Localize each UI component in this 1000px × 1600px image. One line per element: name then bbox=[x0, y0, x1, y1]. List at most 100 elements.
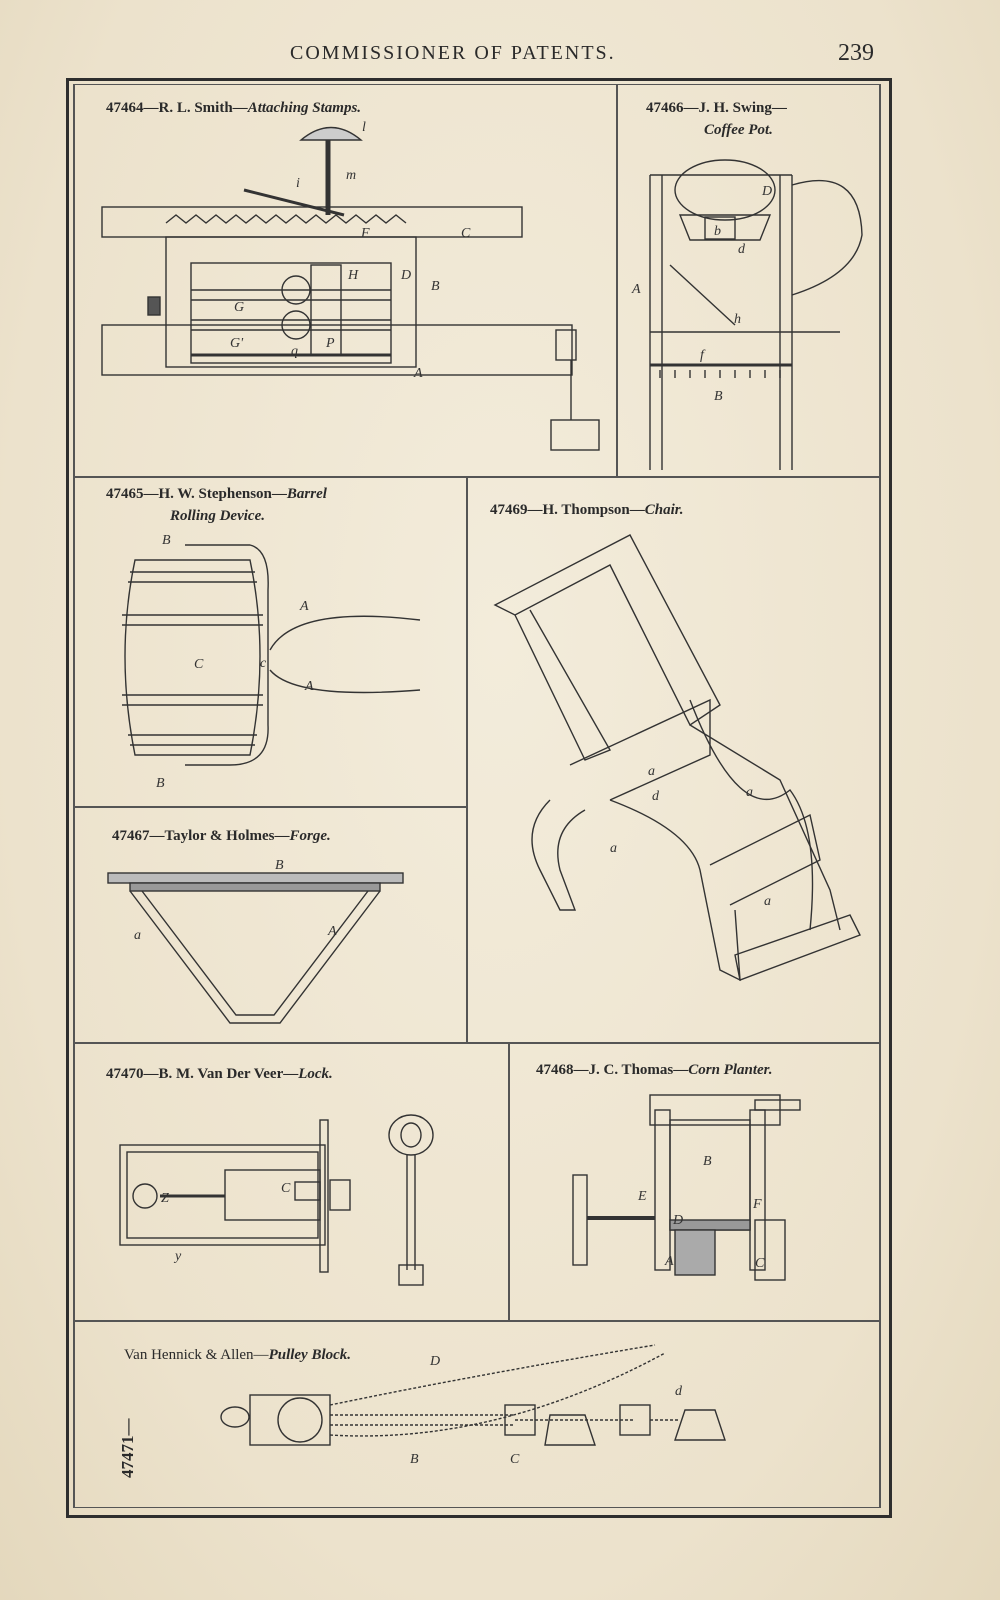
label: B bbox=[410, 1452, 419, 1467]
label: C bbox=[194, 657, 204, 672]
label: a bbox=[134, 928, 141, 943]
label: d bbox=[738, 242, 746, 257]
caption-47471: Van Hennick & Allen—Pulley Block. bbox=[124, 1347, 351, 1364]
caption-47466-title: Coffee Pot. bbox=[704, 122, 773, 139]
panel-coffee-pot bbox=[616, 84, 880, 478]
label: D bbox=[400, 268, 411, 283]
coffee-pot-drawing: D b d A h f B bbox=[630, 145, 875, 475]
panel-attaching-stamps bbox=[74, 84, 618, 478]
label: A bbox=[664, 1254, 674, 1269]
inventor: —Taylor & Holmes— bbox=[149, 828, 290, 844]
label: G' bbox=[230, 336, 244, 351]
barrel-rolling-drawing: B C c A A B bbox=[110, 530, 440, 800]
label: A bbox=[327, 924, 337, 939]
label: D bbox=[429, 1354, 440, 1369]
forge-drawing: B a A bbox=[100, 855, 410, 1035]
label: D bbox=[761, 184, 772, 199]
patent-number: 47465 bbox=[106, 486, 144, 502]
caption-47466: 47466—J. H. Swing— bbox=[646, 100, 787, 117]
label: y bbox=[173, 1249, 182, 1264]
label: G bbox=[234, 300, 244, 315]
inventor: —H. Thompson— bbox=[527, 502, 645, 518]
label: F bbox=[752, 1197, 762, 1212]
label: B bbox=[431, 279, 440, 294]
label: q bbox=[291, 344, 298, 359]
patent-number: 47468 bbox=[536, 1062, 574, 1078]
label: D bbox=[672, 1213, 683, 1228]
label: c bbox=[260, 656, 267, 671]
patent-number: 47467 bbox=[112, 828, 150, 844]
inventor: —H. W. Stephenson— bbox=[143, 486, 287, 502]
corn-planter-drawing: B E F D A C bbox=[555, 1090, 825, 1290]
caption-47465: 47465—H. W. Stephenson—Barrel bbox=[106, 486, 327, 503]
caption-47464: 47464—R. L. Smith—Attaching Stamps. bbox=[106, 100, 361, 117]
label: C bbox=[281, 1181, 291, 1196]
invention-title: Chair. bbox=[644, 502, 684, 518]
label: C bbox=[461, 226, 471, 241]
label: A bbox=[631, 282, 641, 297]
inventor: —R. L. Smith— bbox=[143, 100, 248, 116]
label: B bbox=[162, 533, 171, 548]
caption-47469: 47469—H. Thompson—Chair. bbox=[490, 502, 684, 519]
panel-corn-planter bbox=[508, 1042, 880, 1322]
label: A bbox=[304, 679, 314, 694]
invention-title: Barrel bbox=[286, 486, 327, 502]
invention-title: Forge. bbox=[289, 828, 331, 844]
plate-outer-frame bbox=[66, 78, 892, 1518]
inventor: —J. H. Swing— bbox=[683, 100, 787, 116]
caption-47465-title: Rolling Device. bbox=[170, 508, 265, 525]
inventor: —B. M. Van Der Veer— bbox=[143, 1066, 299, 1082]
invention-title: Corn Planter. bbox=[688, 1062, 773, 1078]
patent-number: 47470 bbox=[106, 1066, 144, 1082]
invention-title-continued: Rolling Device. bbox=[170, 508, 265, 524]
label: C bbox=[510, 1452, 520, 1467]
label: H bbox=[347, 268, 359, 283]
caption-47468: 47468—J. C. Thomas—Corn Planter. bbox=[536, 1062, 772, 1079]
label: B bbox=[156, 776, 165, 791]
panel-pulley-block bbox=[74, 1320, 880, 1508]
label: B bbox=[275, 858, 284, 873]
label: a bbox=[610, 841, 617, 856]
lock-drawing: Z C y bbox=[115, 1110, 475, 1290]
label: C bbox=[755, 1256, 765, 1271]
stamp-attacher-drawing: l m i F C H D B G G' q P A bbox=[96, 115, 616, 465]
invention-title: Lock. bbox=[298, 1066, 333, 1082]
label: d bbox=[675, 1384, 683, 1399]
label: B bbox=[714, 389, 723, 404]
label: B bbox=[703, 1154, 712, 1169]
label: b bbox=[714, 224, 721, 239]
invention-title: Coffee Pot. bbox=[704, 122, 773, 138]
label: a bbox=[746, 785, 753, 800]
label: i bbox=[296, 176, 300, 191]
patent-number: 47469 bbox=[490, 502, 528, 518]
panel-chair bbox=[466, 476, 880, 1044]
label: A bbox=[299, 599, 309, 614]
label: a bbox=[764, 894, 771, 909]
label: P bbox=[325, 336, 335, 351]
invention-title: Pulley Block. bbox=[268, 1347, 352, 1363]
label: d bbox=[652, 789, 660, 804]
invention-title: Attaching Stamps. bbox=[247, 100, 362, 116]
label: E bbox=[637, 1189, 647, 1204]
label: m bbox=[346, 168, 356, 183]
running-head: COMMISSIONER OF PATENTS. bbox=[290, 42, 616, 64]
label: h bbox=[734, 312, 741, 327]
panel-lock bbox=[74, 1042, 510, 1322]
label: l bbox=[362, 120, 366, 135]
caption-47470: 47470—B. M. Van Der Veer—Lock. bbox=[106, 1066, 333, 1083]
caption-47467: 47467—Taylor & Holmes—Forge. bbox=[112, 828, 331, 845]
patent-number: 47464 bbox=[106, 100, 144, 116]
panel-barrel-rolling bbox=[74, 476, 468, 808]
label: a bbox=[648, 764, 655, 779]
label: A bbox=[413, 366, 423, 381]
label: f bbox=[700, 348, 706, 363]
inventor: —J. C. Thomas— bbox=[573, 1062, 689, 1078]
label: F bbox=[360, 226, 370, 241]
patent-number: 47466 bbox=[646, 100, 684, 116]
label: Z bbox=[161, 1191, 169, 1206]
chair-drawing: a d a a a bbox=[490, 530, 870, 1010]
pulley-block-drawing: D B C d bbox=[215, 1335, 755, 1485]
panel-forge bbox=[74, 806, 468, 1044]
inventor: Van Hennick & Allen— bbox=[124, 1347, 269, 1363]
